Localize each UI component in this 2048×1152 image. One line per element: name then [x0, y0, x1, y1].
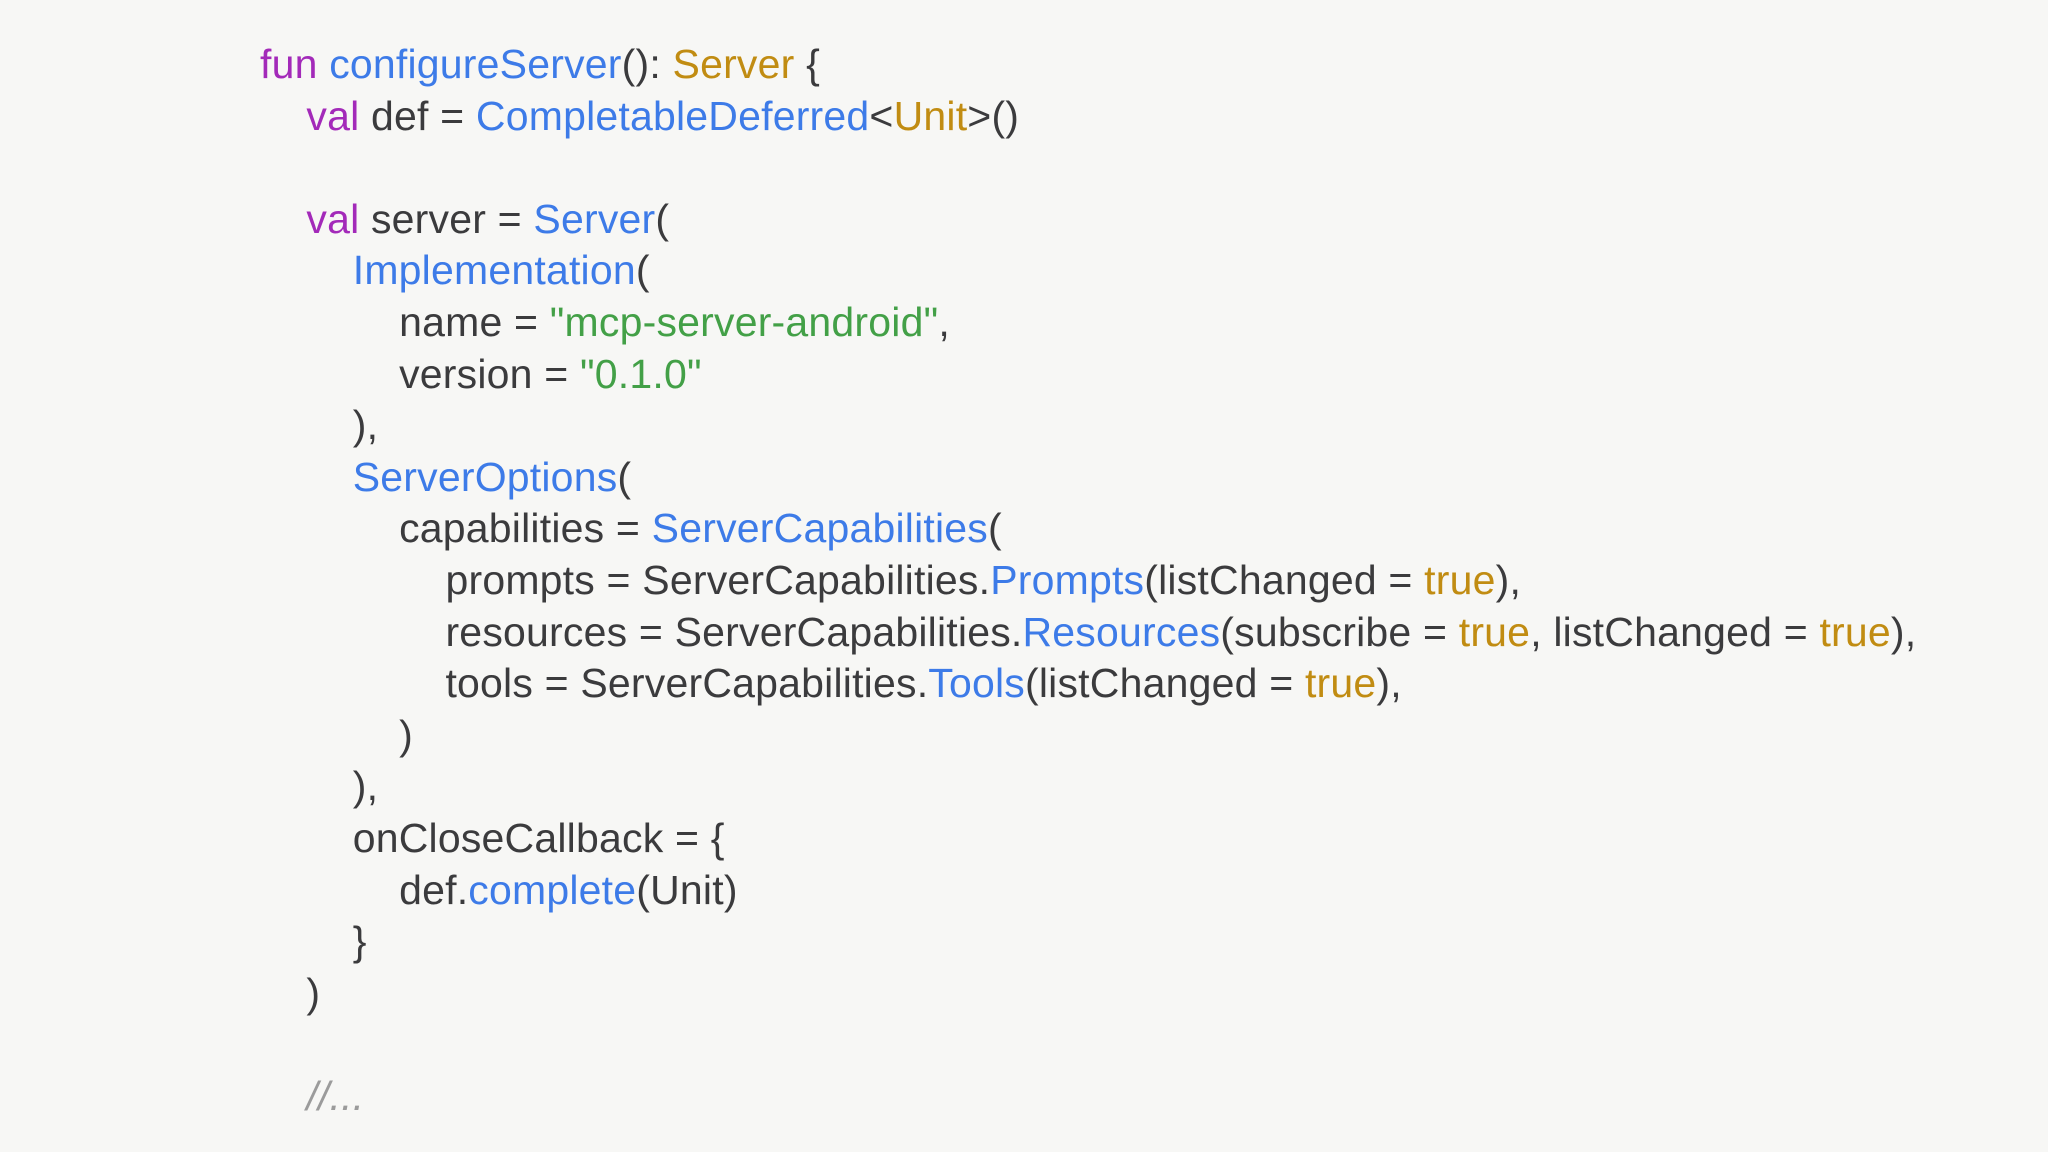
- code-token-plain: ): [260, 711, 413, 758]
- code-token-call: ServerCapabilities: [651, 505, 988, 552]
- code-token-call: Prompts: [990, 556, 1145, 603]
- code-token-plain: server =: [359, 195, 534, 242]
- code-token-call: ServerOptions: [352, 453, 618, 500]
- code-line-3: [260, 142, 1916, 194]
- code-token-plain: (listChanged =: [1025, 660, 1305, 707]
- code-token-call: CompletableDeferred: [475, 92, 870, 139]
- code-token-plain: capabilities =: [260, 505, 652, 552]
- code-token-type: true: [1424, 556, 1496, 603]
- code-line-8: ),: [260, 400, 1916, 452]
- code-token-plain: tools = ServerCapabilities.: [260, 660, 929, 707]
- code-token-plain: def =: [359, 92, 476, 139]
- code-token-type: true: [1304, 660, 1377, 707]
- code-token-plain: (listChanged =: [1144, 556, 1425, 603]
- code-token-plain: (subscribe =: [1220, 608, 1459, 655]
- code-token-plain: >(): [967, 92, 1020, 139]
- code-token-call: Implementation: [352, 247, 636, 294]
- code-token-plain: ),: [1376, 660, 1402, 707]
- code-token-plain: (Unit): [636, 866, 738, 913]
- code-token-call: complete: [468, 866, 637, 913]
- code-line-16: onCloseCallback = {: [260, 813, 1916, 865]
- code-token-call: Server: [533, 195, 656, 242]
- code-token-plain: {: [794, 41, 820, 87]
- code-token-type: true: [1819, 608, 1891, 655]
- code-token-call: Resources: [1022, 608, 1221, 655]
- code-token-type: Server: [672, 41, 795, 87]
- code-token-plain: onCloseCallback = {: [260, 814, 725, 861]
- code-line-21: //...: [260, 1071, 1916, 1123]
- code-line-5: Implementation(: [260, 245, 1916, 297]
- code-token-plain: (: [635, 247, 650, 294]
- code-line-10: capabilities = ServerCapabilities(: [260, 503, 1916, 555]
- code-token-string: "0.1.0": [580, 350, 702, 397]
- code-token-plain: [318, 41, 330, 87]
- code-token-plain: [260, 454, 353, 500]
- code-line-7: version = "0.1.0": [260, 349, 1916, 401]
- code-token-type: Unit: [893, 92, 968, 139]
- code-token-plain: name =: [260, 298, 550, 345]
- code-token-plain: (: [617, 453, 632, 500]
- code-token-keyword: val: [306, 195, 360, 242]
- code-token-keyword: val: [306, 92, 360, 139]
- code-line-17: def.complete(Unit): [260, 865, 1916, 917]
- code-line-14: ): [260, 710, 1916, 762]
- code-token-keyword: fun: [260, 41, 318, 87]
- code-token-string: "mcp-server-android": [549, 298, 939, 345]
- code-token-plain: ():: [621, 41, 673, 87]
- code-line-6: name = "mcp-server-android",: [260, 297, 1916, 349]
- code-token-plain: [260, 93, 306, 139]
- code-token-plain: version =: [260, 350, 580, 397]
- code-token-plain: [260, 247, 353, 293]
- code-token-plain: }: [260, 918, 367, 965]
- code-token-plain: ),: [1495, 556, 1522, 603]
- code-token-plain: (: [987, 505, 1002, 552]
- code-block: fun configureServer(): Server { val def …: [260, 39, 1916, 1122]
- code-line-19: ): [260, 968, 1916, 1020]
- code-token-plain: [260, 196, 306, 242]
- code-line-11: prompts = ServerCapabilities.Prompts(lis…: [260, 555, 1916, 607]
- code-line-4: val server = Server(: [260, 194, 1916, 246]
- code-token-call: Tools: [928, 660, 1026, 707]
- code-token-plain: ),: [260, 402, 379, 449]
- code-line-9: ServerOptions(: [260, 452, 1916, 504]
- code-line-2: val def = CompletableDeferred<Unit>(): [260, 91, 1916, 143]
- code-token-comment: //...: [260, 1072, 365, 1119]
- code-line-12: resources = ServerCapabilities.Resources…: [260, 607, 1916, 659]
- code-line-18: }: [260, 916, 1916, 968]
- code-token-plain: resources = ServerCapabilities.: [260, 608, 1023, 655]
- code-line-1: fun configureServer(): Server {: [260, 39, 1916, 91]
- code-token-plain: , listChanged =: [1530, 608, 1820, 655]
- code-token-plain: (: [655, 195, 670, 242]
- code-token-plain: <: [869, 92, 894, 139]
- code-token-plain: prompts = ServerCapabilities.: [260, 556, 991, 603]
- code-line-15: ),: [260, 761, 1916, 813]
- code-token-plain: ),: [260, 763, 379, 810]
- code-token-type: true: [1458, 608, 1531, 655]
- code-token-plain: ),: [1890, 608, 1917, 655]
- code-token-plain: ,: [938, 298, 950, 345]
- code-line-13: tools = ServerCapabilities.Tools(listCha…: [260, 658, 1916, 710]
- code-token-plain: ): [260, 969, 321, 1016]
- code-token-plain: def.: [260, 866, 469, 913]
- code-line-20: [260, 1019, 1916, 1071]
- code-token-call: configureServer: [329, 41, 622, 87]
